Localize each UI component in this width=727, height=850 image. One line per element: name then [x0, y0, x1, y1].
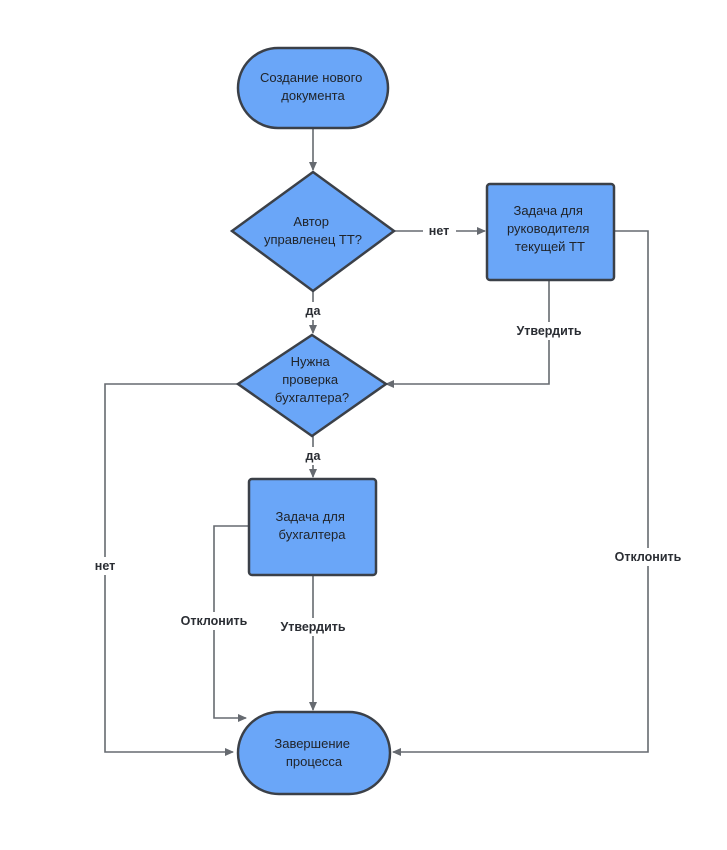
author-decision-line-2: управленец ТТ? [264, 232, 362, 247]
svg-text:Завершение процесса: Завершение процесса [274, 736, 353, 769]
start-node[interactable]: Создание нового документа [236, 46, 390, 130]
edge-label-manager-approve: Утвердить [516, 324, 581, 338]
start-node-line-2: документа [281, 88, 345, 103]
end-node[interactable]: Завершение процесса [236, 710, 392, 796]
svg-text:Задача для руководителя: Задача для руководителя текущей ТТ [507, 203, 593, 254]
manager-task-node[interactable]: Задача для руководителя текущей ТТ [485, 182, 616, 282]
manager-task-line-2: руководителя [507, 221, 589, 236]
edge-label-manager-reject: Отклонить [615, 550, 682, 564]
author-decision-line-1: Автор [293, 214, 329, 229]
accountant-task-node[interactable]: Задача для бухгалтера [247, 477, 378, 577]
end-node-line-1: Завершение [274, 736, 350, 751]
manager-task-line-1: Задача для [513, 203, 582, 218]
svg-text:Нужна проверка бух: Нужна проверка бухгалтера? [275, 354, 349, 405]
accountant-decision-node[interactable]: Нужна проверка бухгалтера? [235, 333, 389, 438]
edge-label-accountant-reject: Отклонить [181, 614, 248, 628]
edge-manager-reject [392, 230, 649, 756]
manager-task-line-3: текущей ТТ [515, 239, 585, 254]
accountant-decision-line-1: Нужна [291, 354, 331, 369]
edge-label-accountant-yes: да [306, 449, 322, 463]
start-node-line-1: Создание нового [260, 70, 362, 85]
accountant-decision-line-2: проверка [282, 372, 339, 387]
accountant-decision-line-3: бухгалтера? [275, 390, 349, 405]
author-decision-node[interactable]: Автор управленец ТТ? [229, 170, 397, 293]
edge-accountant-no [104, 383, 238, 756]
edge-manager-approve [385, 280, 550, 388]
edge-label-accountant-no: нет [95, 559, 115, 573]
svg-text:Автор управленец ТТ?: Автор управленец ТТ? [264, 214, 362, 247]
edge-label-author-yes: да [306, 304, 322, 318]
end-node-line-2: процесса [286, 754, 343, 769]
svg-text:Создание нового документ: Создание нового документа [260, 70, 366, 103]
svg-text:Задача для бухгалтера: Задача для бухгалтера [275, 509, 348, 542]
edge-label-accountant-approve: Утвердить [280, 620, 345, 634]
edge-label-author-no: нет [429, 224, 449, 238]
accountant-task-line-2: бухгалтера [279, 527, 347, 542]
accountant-task-line-1: Задача для [275, 509, 344, 524]
